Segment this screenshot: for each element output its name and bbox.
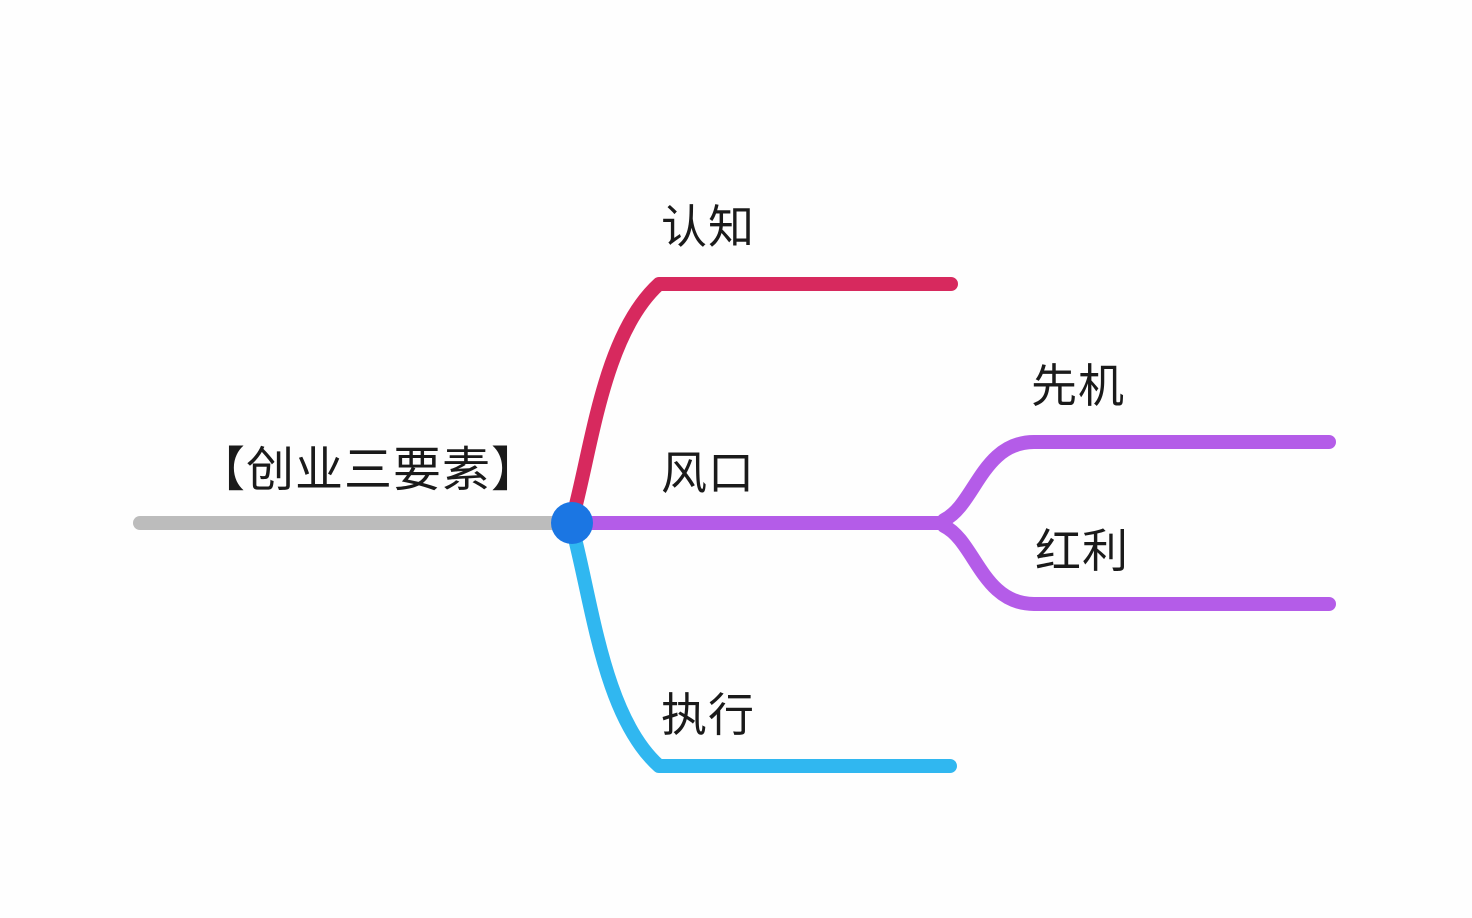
branch-cognition-label: 认知 [661,201,755,253]
branch-trend-label: 风口 [661,447,755,499]
subbranch-dividend-label: 红利 [1035,525,1129,577]
subbranch-first-mover-line [937,435,1336,527]
branch-cognition-line [565,277,958,527]
center-node-dot [551,502,593,544]
branch-execution-line [565,520,957,773]
subbranch-first-mover-label: 先机 [1031,360,1125,412]
root-node-label: 【创业三要素】 [197,444,541,497]
branch-execution-label: 执行 [661,689,755,741]
subbranch-dividend-line [937,519,1336,611]
